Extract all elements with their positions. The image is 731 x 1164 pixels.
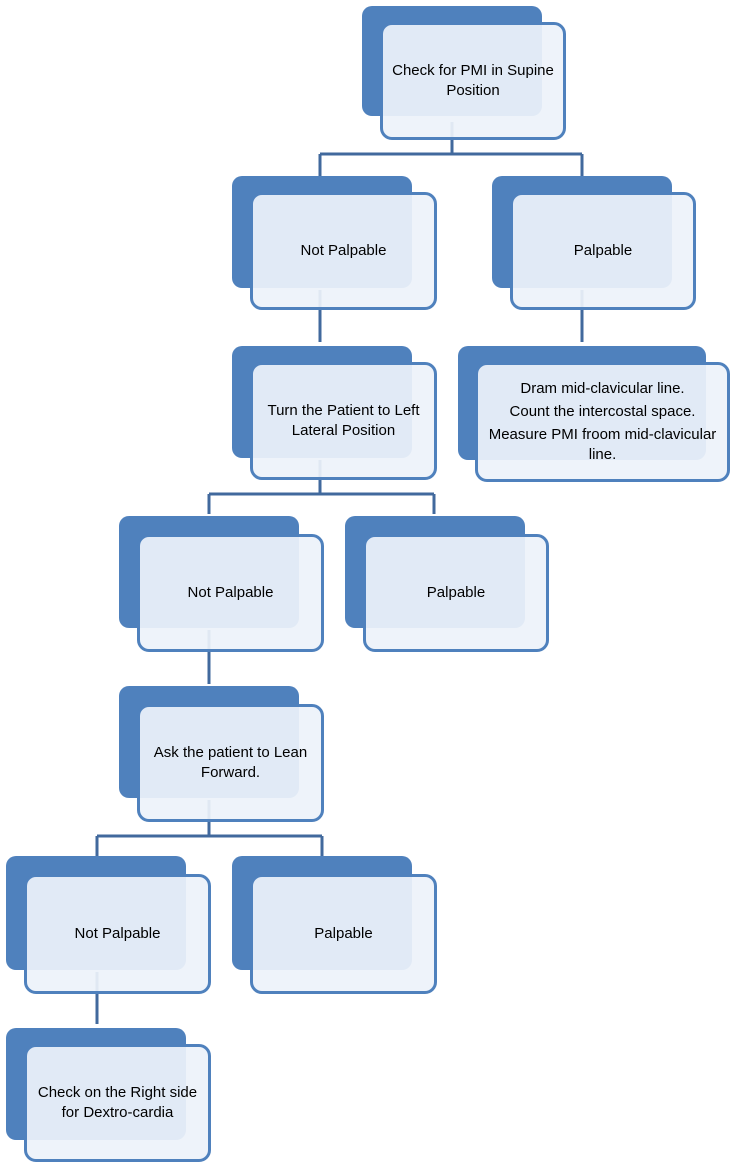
node-check-supine: Check for PMI in Supine Position [362,6,566,140]
node-level2-not-palpable: Not Palpable [119,516,324,652]
node-label: Check for PMI in Supine Position [392,62,554,99]
node-main-box: Palpable [363,534,549,652]
node-label: Palpable [426,584,486,601]
node-level1-not-palpable: Not Palpable [232,176,437,310]
node-label: Not Palpable [74,925,161,942]
step-draw-line: Dram mid-clavicular line. [520,379,685,397]
step-count-space: Count the intercostal space. [509,402,696,420]
node-main-box: Check for PMI in Supine Position [380,22,566,140]
node-level3-not-palpable: Not Palpable [6,856,211,994]
node-main-box: Not Palpable [24,874,211,994]
node-main-box: Ask the patient to Lean Forward. [137,704,324,822]
node-main-box: Palpable [510,192,696,310]
node-main-box: Turn the Patient to Left Lateral Positio… [250,362,437,480]
node-main-box: Not Palpable [137,534,324,652]
node-label: Palpable [314,925,373,942]
node-level2-palpable: Palpable [345,516,549,652]
node-lean-forward: Ask the patient to Lean Forward. [119,686,324,822]
node-label: Turn the Patient to Left Lateral Positio… [267,402,420,439]
node-label: Not Palpable [187,584,274,601]
node-label: Not Palpable [300,242,387,259]
node-level1-palpable: Palpable [492,176,696,310]
step-measure-pmi: Measure PMI froom mid-clavicular line. [488,425,717,463]
node-label: Palpable [573,242,633,259]
node-label: Check on the Right side for Dextro-cardi… [37,1084,198,1121]
node-main-box: Check on the Right side for Dextro-cardi… [24,1044,211,1162]
node-label: Ask the patient to Lean Forward. [153,744,308,781]
node-level3-palpable: Palpable [232,856,437,994]
node-check-right-side: Check on the Right side for Dextro-cardi… [6,1028,211,1164]
node-main-box: Not Palpable [250,192,437,310]
node-main-box: Palpable [250,874,437,994]
node-palpable-steps: Dram mid-clavicular line. Count the inte… [458,346,730,482]
node-main-box: Dram mid-clavicular line. Count the inte… [475,362,730,482]
node-turn-left-lateral: Turn the Patient to Left Lateral Positio… [232,346,437,480]
steps-list: Dram mid-clavicular line. Count the inte… [478,377,727,468]
